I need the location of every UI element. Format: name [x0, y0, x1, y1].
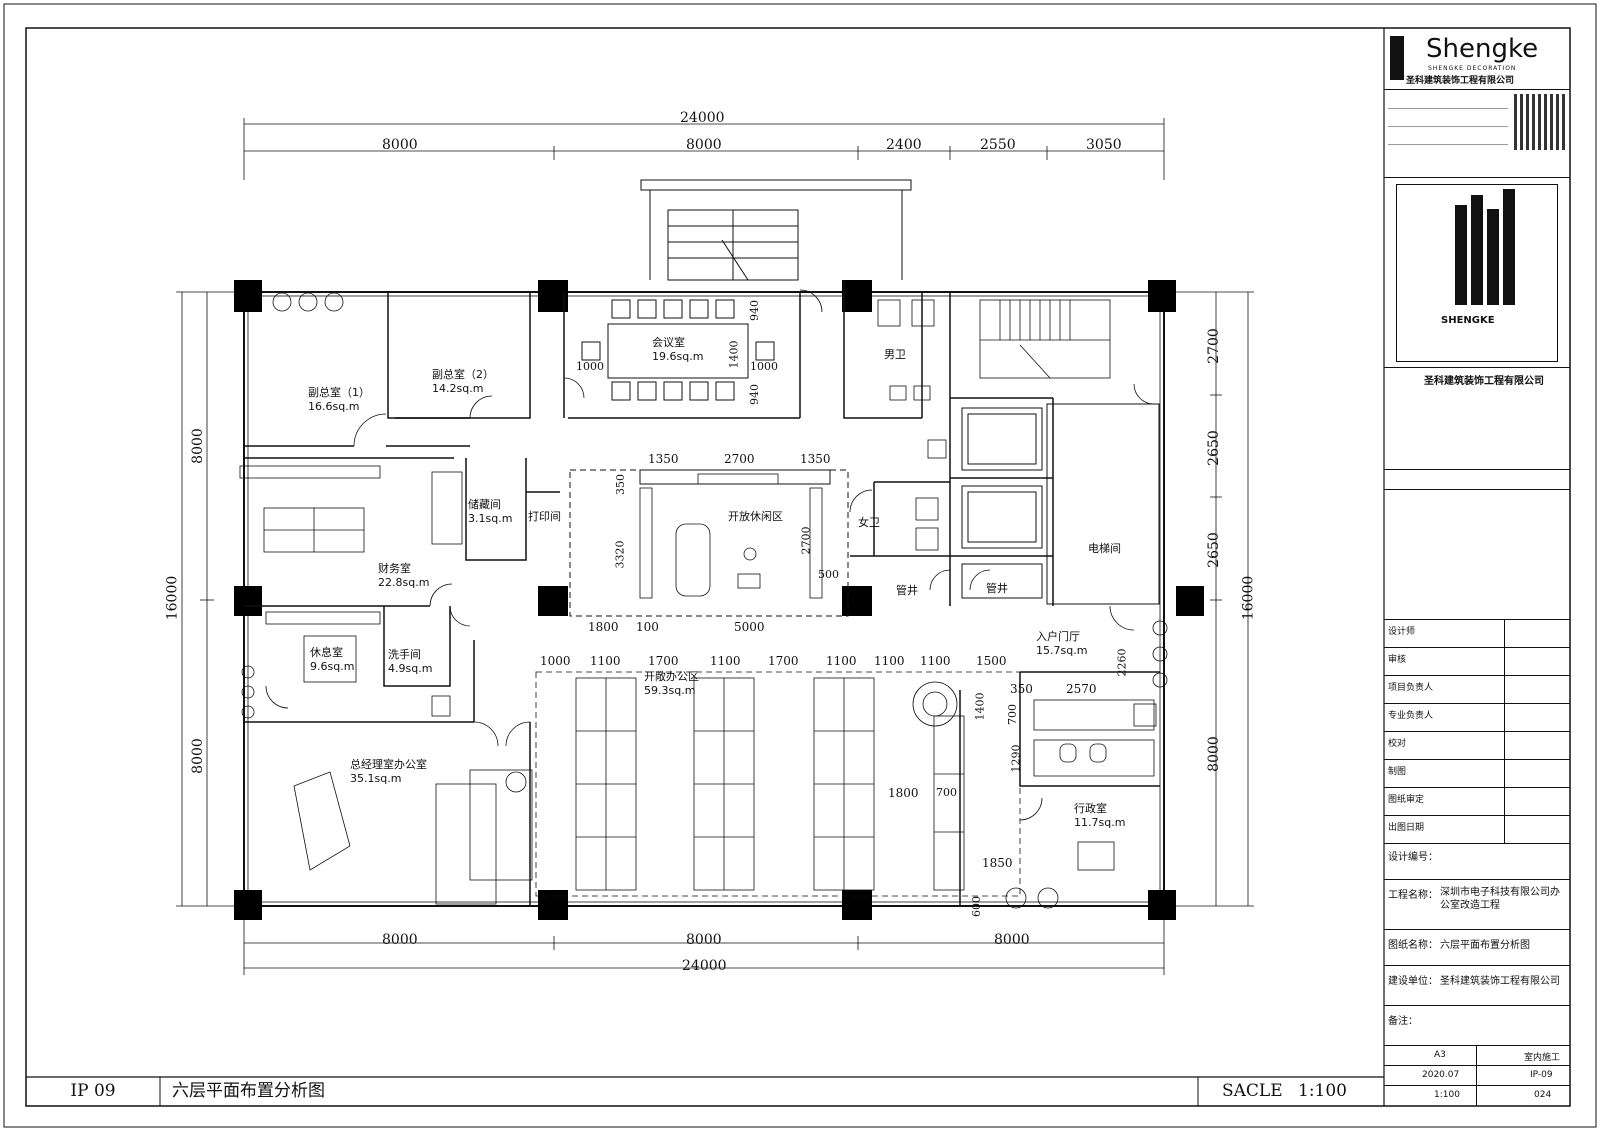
emblem-cell: SHENGKE: [1384, 178, 1570, 368]
tb-row: 出图日期: [1384, 816, 1570, 844]
company-info-cell: 圣科建筑装饰工程有限公司: [1384, 368, 1570, 470]
title-block-spacer: [1384, 470, 1570, 490]
logo-mark-icon: [1390, 36, 1404, 80]
contact-line: [1388, 132, 1508, 145]
plants: [241, 292, 1168, 909]
reception: [431, 695, 1157, 871]
design-no-cell: 设计编号：: [1384, 844, 1570, 880]
notes-cell: [1384, 490, 1570, 620]
inner-border: [25, 27, 1571, 1107]
tb-row: 审核: [1384, 648, 1570, 676]
sheet-code: IP 09: [70, 1081, 116, 1101]
interior-walls: [244, 280, 1160, 906]
remark-cell: 备注：: [1384, 1006, 1570, 1046]
emblem-frame: SHENGKE: [1396, 184, 1558, 362]
gm-furniture: [265, 611, 533, 905]
title-block: Shengke SHENGKE DECORATION 圣科建筑装饰工程有限公司 …: [1384, 28, 1570, 1106]
project-cell: 工程名称： 深圳市电子科技有限公司办公室改造工程: [1384, 880, 1570, 930]
finance-desks: [239, 465, 463, 553]
company-name: 圣科建筑装饰工程有限公司: [1406, 76, 1515, 86]
top-staircase: [640, 179, 912, 281]
drawing-name-cell: 图纸名称： 六层平面布置分析图: [1384, 930, 1570, 966]
open-office-desks: [575, 677, 965, 891]
tb-row: 校对: [1384, 732, 1570, 760]
emblem-bar-icon: [1455, 205, 1467, 305]
sheet-info-row: A3 室内施工: [1384, 1046, 1570, 1066]
qr-code-icon: [1514, 94, 1566, 150]
lounge-furniture: [639, 473, 823, 599]
exterior-walls: [243, 291, 1165, 907]
scale-label: SACLE: [1222, 1081, 1283, 1101]
left-dimensions: [176, 291, 238, 907]
doors: [265, 289, 1155, 821]
meeting-table: [581, 299, 775, 401]
qr-cell: [1384, 90, 1570, 178]
brand-tag: SHENGKE DECORATION: [1428, 65, 1517, 72]
logo-cell: Shengke SHENGKE DECORATION 圣科建筑装饰工程有限公司: [1384, 28, 1570, 90]
right-staircase: [979, 299, 1111, 379]
tb-row: 制图: [1384, 760, 1570, 788]
contact-line: [1388, 96, 1508, 109]
sheet-title: 六层平面布置分析图: [172, 1081, 325, 1101]
sheet-info-row: 1:100 024: [1434, 1090, 1552, 1100]
tb-row: 专业负责人: [1384, 704, 1570, 732]
company-name-2: 圣科建筑装饰工程有限公司: [1424, 376, 1544, 387]
tb-row: 设计师: [1384, 620, 1570, 648]
tb-col-line: [1504, 620, 1505, 844]
emblem-bar-icon: [1503, 189, 1515, 305]
toilet-fixtures: [877, 299, 947, 551]
sheet-info-row: 2020.07 IP-09: [1384, 1066, 1570, 1086]
bottom-dimensions: [243, 920, 1165, 975]
emblem-bar-icon: [1487, 209, 1499, 305]
contact-line: [1388, 114, 1508, 127]
emblem-text: SHENGKE: [1441, 315, 1495, 326]
top-dimensions: [243, 118, 1165, 180]
right-dimensions: [1170, 291, 1254, 907]
tb-row: 图纸审定: [1384, 788, 1570, 816]
scale-value: 1:100: [1298, 1081, 1347, 1101]
elevators: [961, 407, 1043, 599]
structural-columns: [234, 280, 1204, 920]
brand-name: Shengke: [1426, 34, 1539, 64]
outer-border: [3, 3, 1597, 1128]
client-cell: 建设单位： 圣科建筑装饰工程有限公司: [1384, 966, 1570, 1006]
tb-col-line: [1476, 1046, 1477, 1106]
tb-row: 项目负责人: [1384, 676, 1570, 704]
emblem-bar-icon: [1471, 195, 1483, 305]
